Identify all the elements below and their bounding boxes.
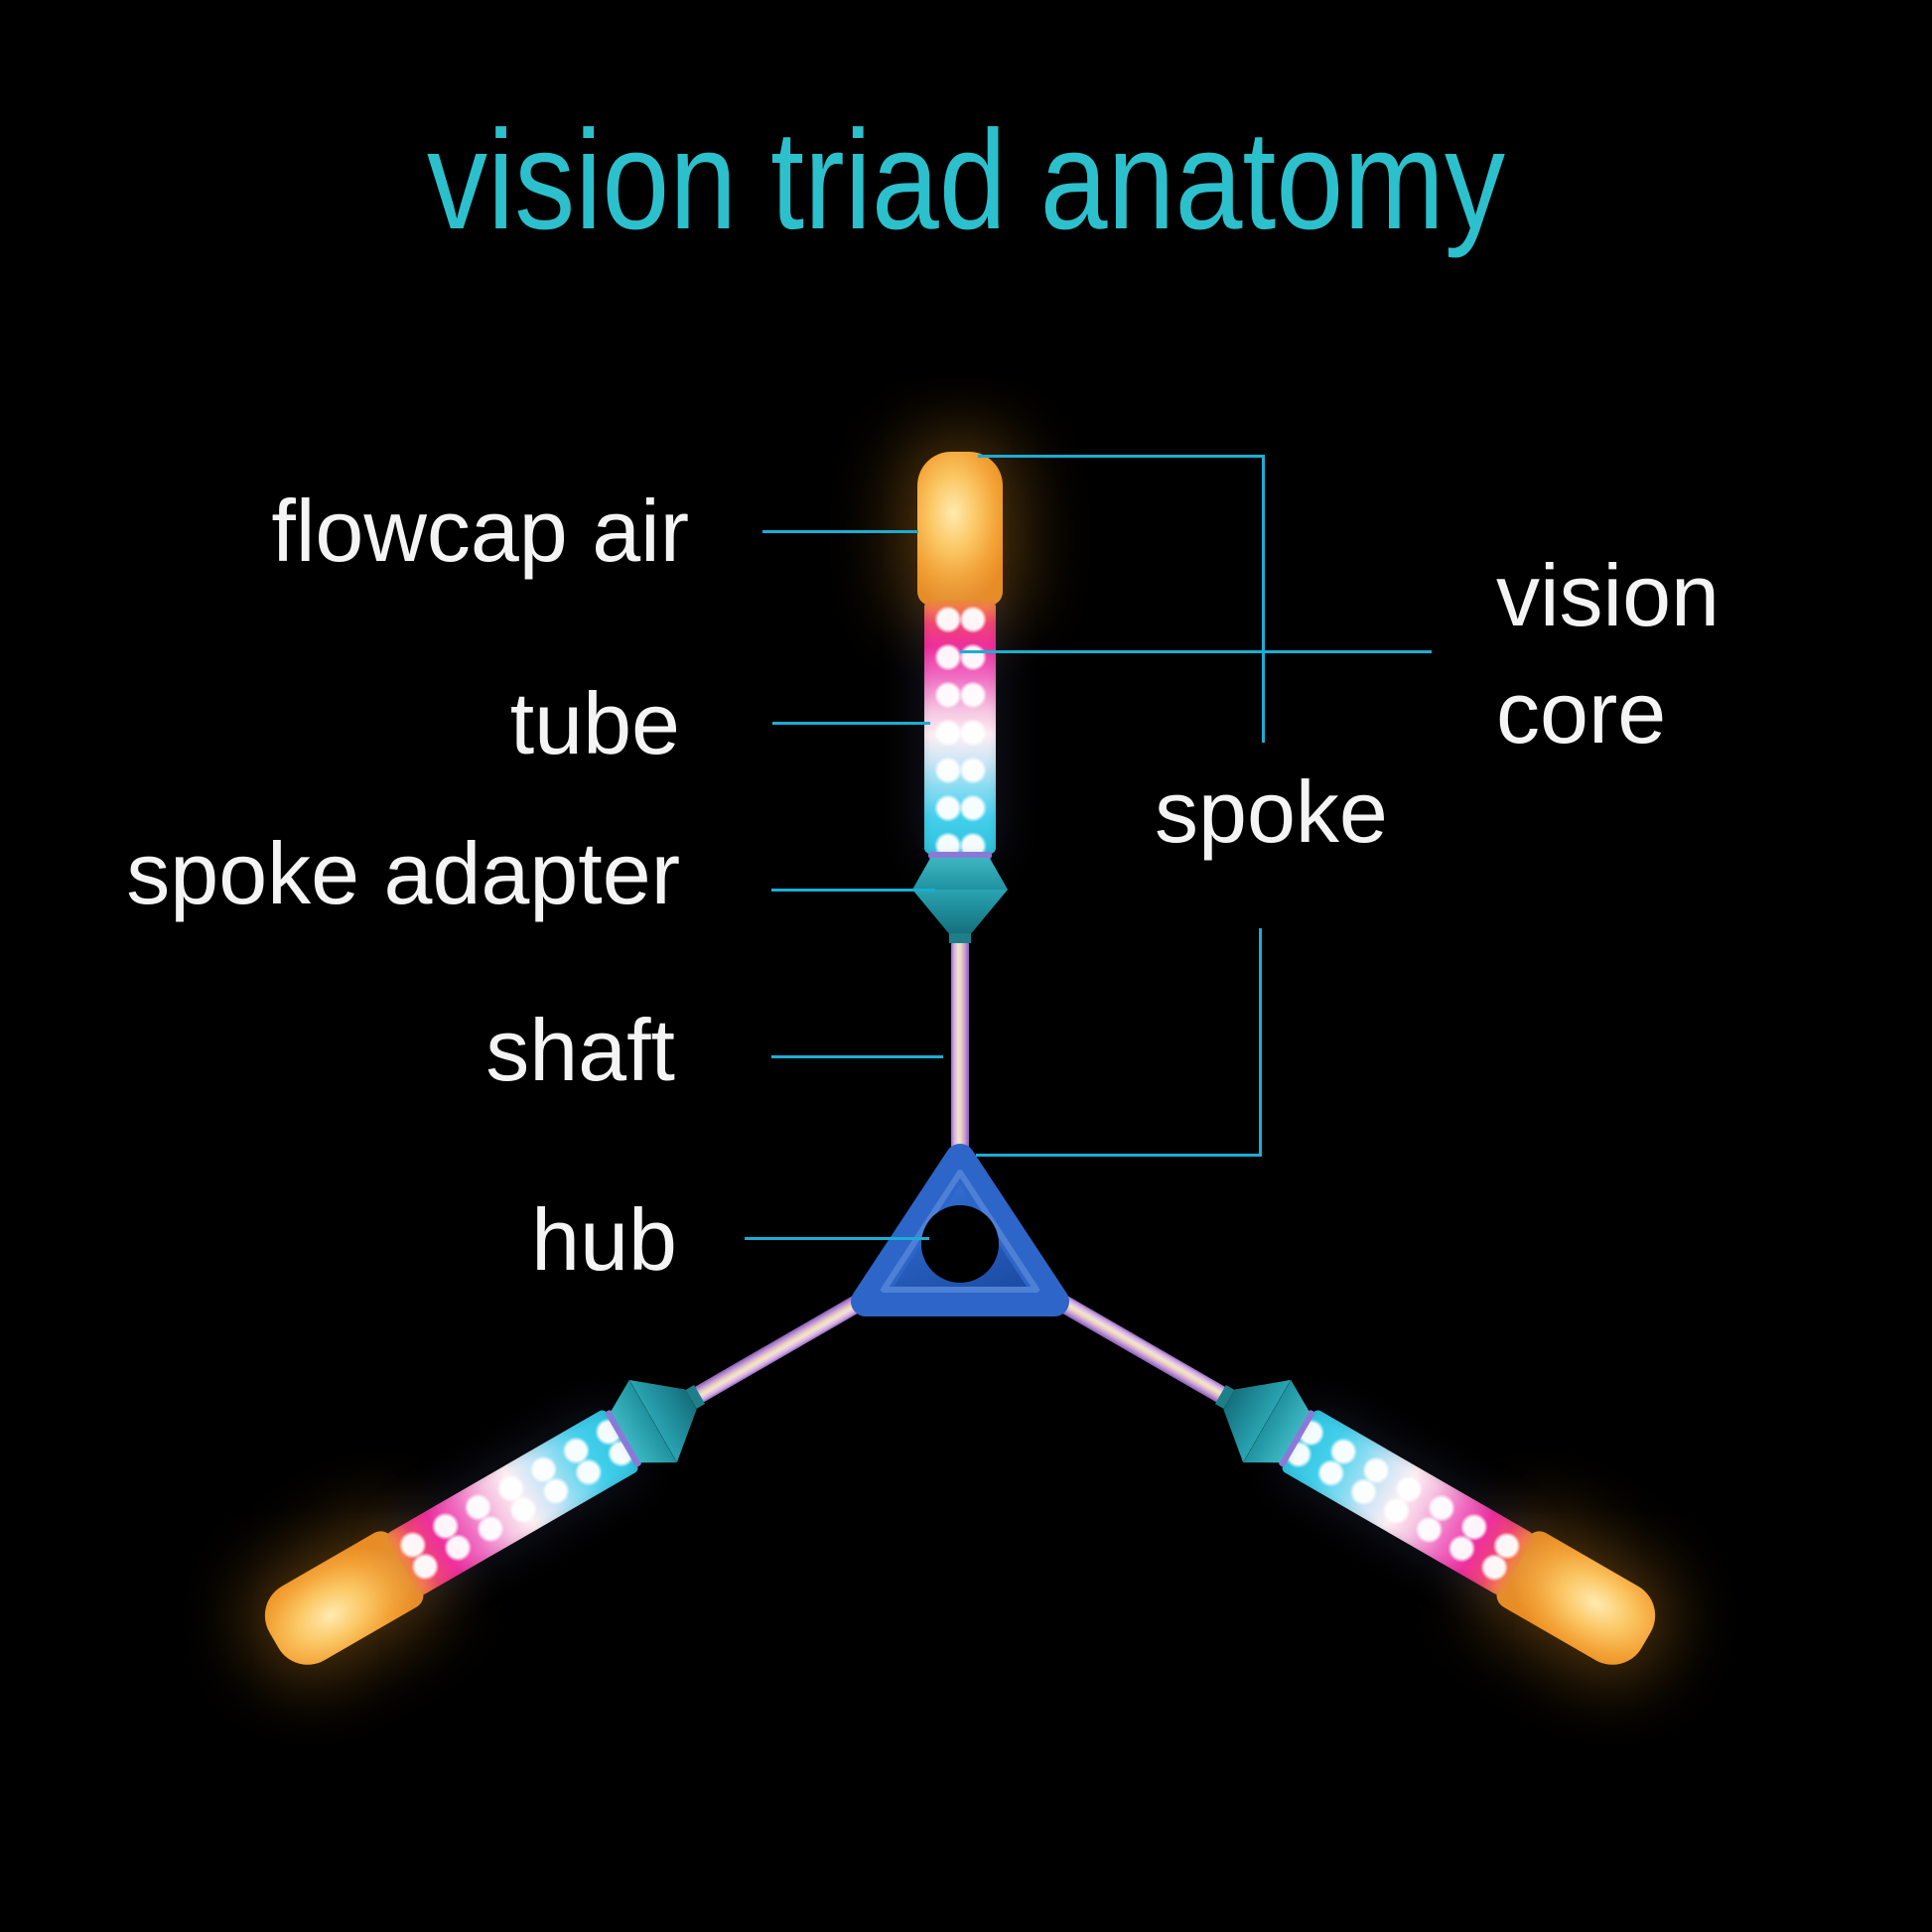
label-hub: hub [531,1190,677,1289]
label-flowcap-air: flowcap air [271,482,689,580]
adapter-neck [949,933,971,943]
tube-pointer-line [772,722,930,725]
label-vision-core-line2: core [1496,663,1667,761]
adapter-crown [912,858,1008,890]
spoke-adapter-pointer-line [771,889,935,892]
adapter-cone [912,890,1008,933]
spoke-bracket-upper-vertical-line [1262,455,1265,743]
flowcap-air-pointer-line [762,530,918,533]
spoke-adapter-part [910,852,1010,943]
flowcap-air-cap [917,452,1003,606]
page-title: vision triad anatomy [426,101,1506,259]
led-tube [384,1408,640,1597]
hub-bevel [881,1170,1039,1293]
label-tube: tube [509,674,680,772]
shaft-pointer-line [771,1055,943,1058]
label-vision-core: vision core [1496,537,1720,771]
hub-part [851,1144,1069,1316]
label-spoke-adapter: spoke adapter [126,824,680,922]
spoke-bracket-lower-vertical-line [1259,928,1262,1157]
hub-hole [921,1205,999,1283]
label-spoke: spoke [1155,762,1388,861]
label-shaft: shaft [485,1001,675,1099]
spoke-upper [910,452,1010,1244]
spoke-bracket-top-line [978,455,1264,458]
adapter-ring [928,852,992,859]
spoke-bracket-bottom-line [976,1154,1262,1157]
led-tube [924,601,996,854]
vision-core-pointer-line [960,650,1432,653]
led-tube [1280,1408,1536,1597]
hub-pointer-line [745,1237,929,1240]
label-vision-core-line1: vision [1496,546,1720,644]
